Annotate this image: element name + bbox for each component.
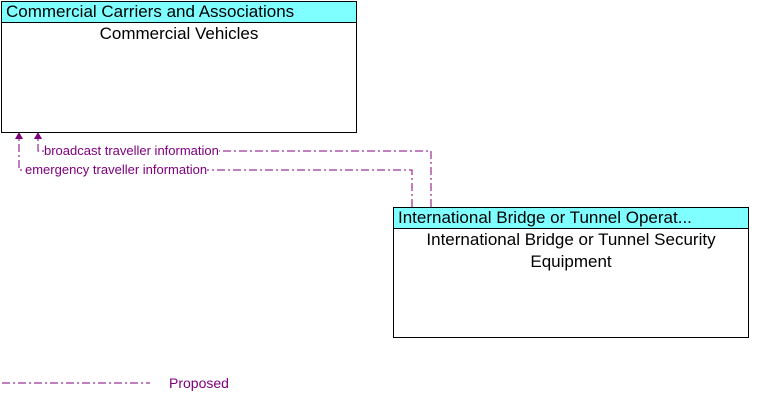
element-header: International Bridge or Tunnel Operat... <box>394 208 748 229</box>
element-bridge-tunnel-security[interactable]: International Bridge or Tunnel Operat...… <box>393 207 749 338</box>
legend-label: Proposed <box>169 375 229 391</box>
element-body: International Bridge or Tunnel Security … <box>426 230 716 271</box>
flow-line-broadcast <box>37 138 432 207</box>
arrow-head-icon <box>34 132 42 139</box>
element-header: Commercial Carriers and Associations <box>2 2 356 23</box>
arrow-head-icon <box>15 132 23 139</box>
flow-label-emergency: emergency traveller information <box>25 162 208 177</box>
flow-line-emergency <box>18 138 413 207</box>
element-body: Commercial Vehicles <box>99 24 259 43</box>
element-commercial-vehicles[interactable]: Commercial Carriers and Associations Com… <box>1 1 357 133</box>
flow-label-broadcast: broadcast traveller information <box>44 143 219 158</box>
